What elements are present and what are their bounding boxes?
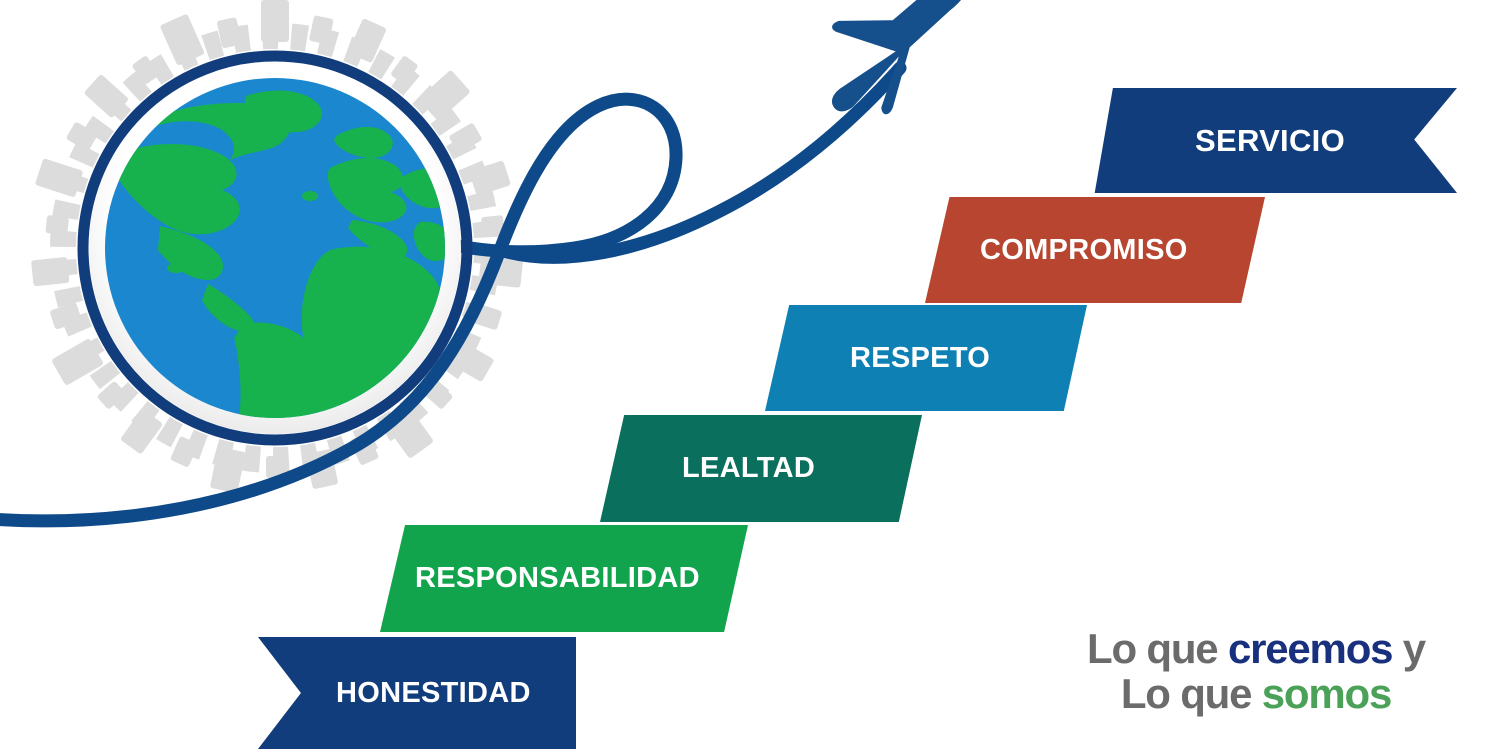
value-label-servicio: SERVICIO	[1195, 123, 1345, 158]
tagline-line-1: Lo que creemos y	[1056, 625, 1456, 672]
value-label-compromiso: COMPROMISO	[980, 233, 1188, 266]
airplane-icon	[831, 0, 968, 115]
value-banner-servicio[interactable]: SERVICIO	[1094, 88, 1457, 193]
value-banner-lealtad[interactable]: LEALTAD	[600, 415, 922, 522]
value-banner-compromiso[interactable]: COMPROMISO	[925, 197, 1265, 303]
value-banner-respeto[interactable]: RESPETO	[765, 305, 1087, 411]
value-banner-responsabilidad[interactable]: RESPONSABILIDAD	[380, 525, 748, 632]
value-label-lealtad: LEALTAD	[682, 452, 816, 484]
tagline-l2-prefix: Lo que	[1120, 670, 1262, 718]
tagline-l1-suffix: y	[1392, 625, 1426, 672]
tagline-l1-highlight: creemos	[1227, 625, 1394, 672]
value-label-respeto: RESPETO	[850, 341, 991, 374]
tagline-block: Lo que creemos y Lo que somos	[1056, 625, 1456, 718]
tagline-l2-highlight: somos	[1261, 670, 1393, 718]
value-banner-honestidad[interactable]: HONESTIDAD	[258, 637, 576, 749]
value-label-responsabilidad: RESPONSABILIDAD	[415, 562, 700, 594]
flight-trail-loop	[0, 92, 683, 528]
flight-trail-ascent	[493, 61, 907, 264]
value-label-honestidad: HONESTIDAD	[336, 676, 531, 709]
tagline-l1-prefix: Lo que	[1087, 625, 1228, 672]
tagline-line-2: Lo que somos	[1056, 670, 1456, 718]
globe-earth-icon	[77, 50, 473, 446]
